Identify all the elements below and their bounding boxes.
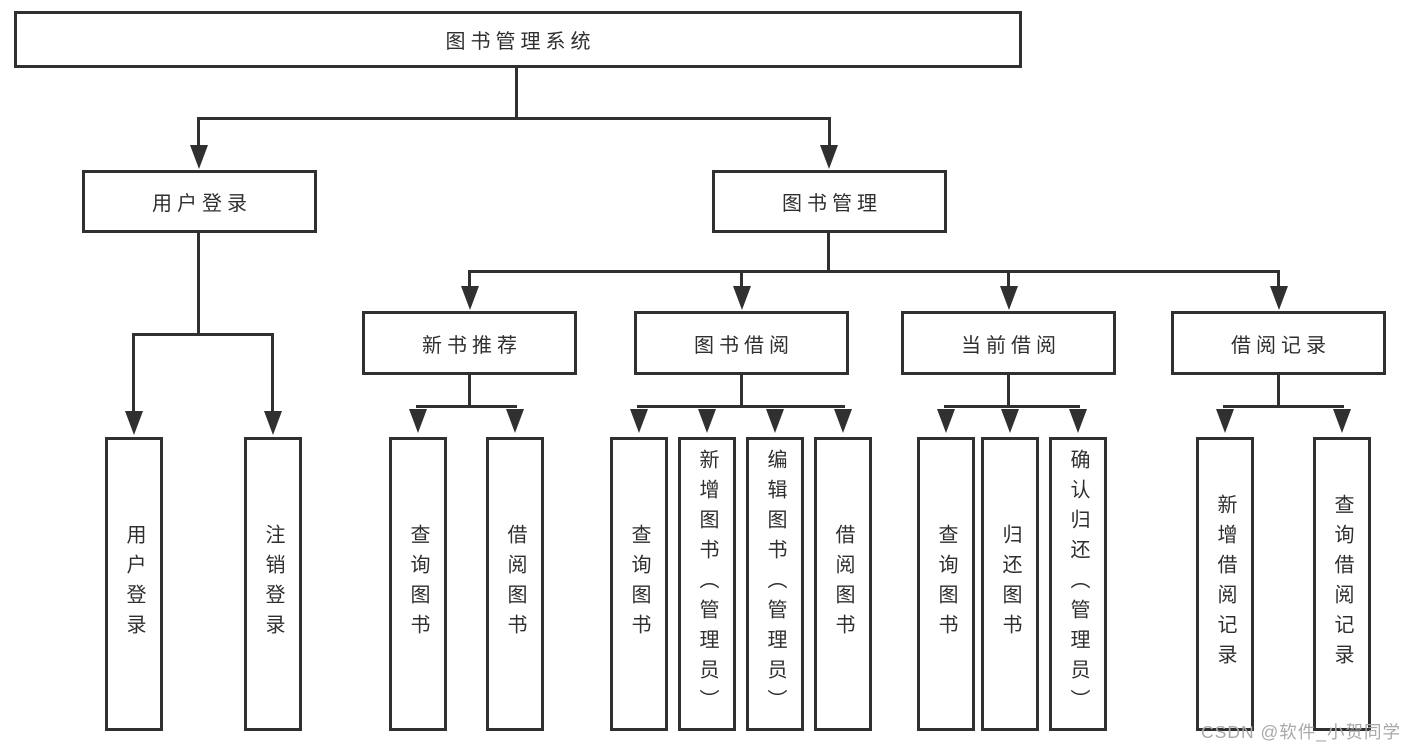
leaf-logout: 注销登录 <box>244 437 302 731</box>
arrow-down-icon <box>698 409 716 433</box>
leaf-user-login-label: 用户登录 <box>123 524 145 644</box>
leaf-borrow-query-books-label: 查询图书 <box>628 524 650 644</box>
leaf-new-book-borrow-books: 借阅图书 <box>486 437 544 731</box>
node-user-login: 用户登录 <box>82 170 317 233</box>
leaf-records-add-borrow-record-label: 新增借阅记录 <box>1214 494 1236 674</box>
connector-user-login-vline <box>197 233 200 335</box>
leaf-new-book-query-books: 查询图书 <box>389 437 447 731</box>
connector-current-borrow-hline <box>944 405 1080 408</box>
arrow-down-icon <box>766 409 784 433</box>
connector-book-management-vline <box>827 233 830 273</box>
arrow-down-icon <box>506 409 524 433</box>
arrow-down-icon <box>937 409 955 433</box>
leaf-current-confirm-return-admin-label: 确认归还（管理员） <box>1067 449 1089 719</box>
connector-new-book-vline <box>468 375 471 408</box>
leaf-current-query-books: 查询图书 <box>917 437 975 731</box>
arrow-down-icon <box>125 411 143 435</box>
arrow-down-icon <box>1069 409 1087 433</box>
node-current-borrowing: 当前借阅 <box>901 311 1116 375</box>
connector-new-book-hline <box>416 405 517 408</box>
leaf-records-query-borrow-record-label: 查询借阅记录 <box>1331 494 1353 674</box>
leaf-new-book-borrow-books-label: 借阅图书 <box>504 524 526 644</box>
node-new-book-recommendation-label: 新书推荐 <box>422 334 522 357</box>
node-book-management: 图书管理 <box>712 170 947 233</box>
leaf-logout-label: 注销登录 <box>262 524 284 644</box>
connector-root-hline <box>197 117 831 120</box>
leaf-borrow-edit-books-admin: 编辑图书（管理员） <box>746 437 804 731</box>
leaf-new-book-query-books-label: 查询图书 <box>407 524 429 644</box>
connector-borrow-records-vline <box>1277 375 1280 408</box>
leaf-borrow-borrow-books: 借阅图书 <box>814 437 872 731</box>
leaf-borrow-add-books-admin-label: 新增图书（管理员） <box>696 449 718 719</box>
connector-user-login-hline <box>132 333 274 336</box>
arrow-down-icon <box>820 145 838 169</box>
node-book-borrowing-label: 图书借阅 <box>694 334 794 357</box>
connector-book-management-stem <box>740 273 743 288</box>
leaf-records-query-borrow-record: 查询借阅记录 <box>1313 437 1371 731</box>
node-library-management-system-label: 图书管理系统 <box>445 31 596 53</box>
connector-book-management-hline <box>468 270 1280 273</box>
node-current-borrowing-label: 当前借阅 <box>961 334 1061 357</box>
leaf-records-add-borrow-record: 新增借阅记录 <box>1196 437 1254 731</box>
arrow-down-icon <box>264 411 282 435</box>
leaf-user-login: 用户登录 <box>105 437 163 731</box>
leaf-current-return-books-label: 归还图书 <box>999 524 1021 644</box>
leaf-current-return-books: 归还图书 <box>981 437 1039 731</box>
arrow-down-icon <box>1270 286 1288 310</box>
node-library-management-system: 图书管理系统 <box>14 11 1022 68</box>
arrow-down-icon <box>409 409 427 433</box>
arrow-down-icon <box>190 145 208 169</box>
node-book-management-label: 图书管理 <box>782 193 882 215</box>
leaf-borrow-query-books: 查询图书 <box>610 437 668 731</box>
leaf-borrow-borrow-books-label: 借阅图书 <box>832 524 854 644</box>
connector-book-borrow-vline <box>740 375 743 408</box>
connector-user-login-stem-left <box>132 336 135 412</box>
node-new-book-recommendation: 新书推荐 <box>362 311 577 375</box>
arrow-down-icon <box>461 286 479 310</box>
arrow-down-icon <box>1333 409 1351 433</box>
leaf-borrow-add-books-admin: 新增图书（管理员） <box>678 437 736 731</box>
leaf-current-confirm-return-admin: 确认归还（管理员） <box>1049 437 1107 731</box>
node-borrowing-records-label: 借阅记录 <box>1231 334 1331 357</box>
connector-user-login-stem-right <box>271 336 274 412</box>
connector-borrow-records-hline <box>1223 405 1344 408</box>
arrow-down-icon <box>630 409 648 433</box>
connector-root-vline <box>515 68 518 120</box>
connector-root-stem-right <box>828 120 831 146</box>
connector-root-stem-left <box>197 120 200 146</box>
node-book-borrowing: 图书借阅 <box>634 311 849 375</box>
watermark: CSDN @软件_小贺同学 <box>1201 722 1401 742</box>
leaf-current-query-books-label: 查询图书 <box>935 524 957 644</box>
leaf-borrow-edit-books-admin-label: 编辑图书（管理员） <box>764 449 786 719</box>
connector-book-management-stem <box>1007 273 1010 288</box>
arrow-down-icon <box>1000 286 1018 310</box>
arrow-down-icon <box>1001 409 1019 433</box>
node-user-login-label: 用户登录 <box>152 193 252 215</box>
connector-book-borrow-hline <box>637 405 845 408</box>
connector-book-management-stem <box>468 273 471 288</box>
connector-current-borrow-vline <box>1007 375 1010 408</box>
connector-book-management-stem <box>1277 273 1280 288</box>
arrow-down-icon <box>733 286 751 310</box>
arrow-down-icon <box>834 409 852 433</box>
node-borrowing-records: 借阅记录 <box>1171 311 1386 375</box>
arrow-down-icon <box>1216 409 1234 433</box>
